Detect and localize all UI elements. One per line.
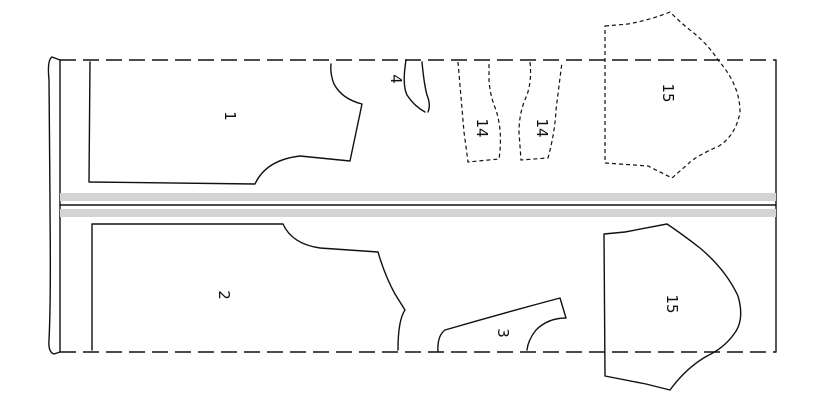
piece-strap-right-outline (518, 61, 563, 161)
piece-sleeve-bottom-label: 15 (663, 294, 681, 313)
fold-band-lower (60, 209, 776, 217)
piece-sleeve-top: 15 (604, 11, 741, 179)
piece-pocket-outline-left (403, 59, 426, 113)
piece-back: 2 (91, 223, 406, 351)
piece-pocket: 4 (387, 59, 430, 113)
piece-facing-outline (437, 297, 567, 353)
fold-band-upper (60, 193, 776, 201)
piece-facing-label: 3 (494, 328, 512, 338)
piece-strap-left: 14 (457, 61, 502, 163)
fabric-outline (47, 56, 777, 355)
piece-pocket-label: 4 (387, 74, 405, 84)
fold-band (59, 193, 777, 217)
piece-sleeve-bottom-outline (603, 223, 742, 391)
piece-pocket-outline-right (421, 61, 430, 113)
piece-front-outline (88, 61, 363, 185)
piece-sleeve-top-label: 15 (659, 83, 677, 102)
piece-front: 1 (88, 61, 363, 185)
piece-back-outline (91, 223, 406, 351)
piece-facing: 3 (437, 297, 567, 353)
piece-strap-right: 14 (518, 61, 563, 161)
piece-sleeve-bottom: 15 (603, 223, 742, 391)
piece-strap-left-label: 14 (473, 118, 491, 137)
piece-sleeve-top-outline (604, 11, 741, 179)
selvedge-fold-left (47, 56, 61, 355)
piece-back-label: 2 (215, 290, 233, 300)
piece-front-label: 1 (221, 111, 239, 121)
piece-strap-right-label: 14 (533, 118, 551, 137)
piece-strap-left-outline (457, 61, 502, 163)
